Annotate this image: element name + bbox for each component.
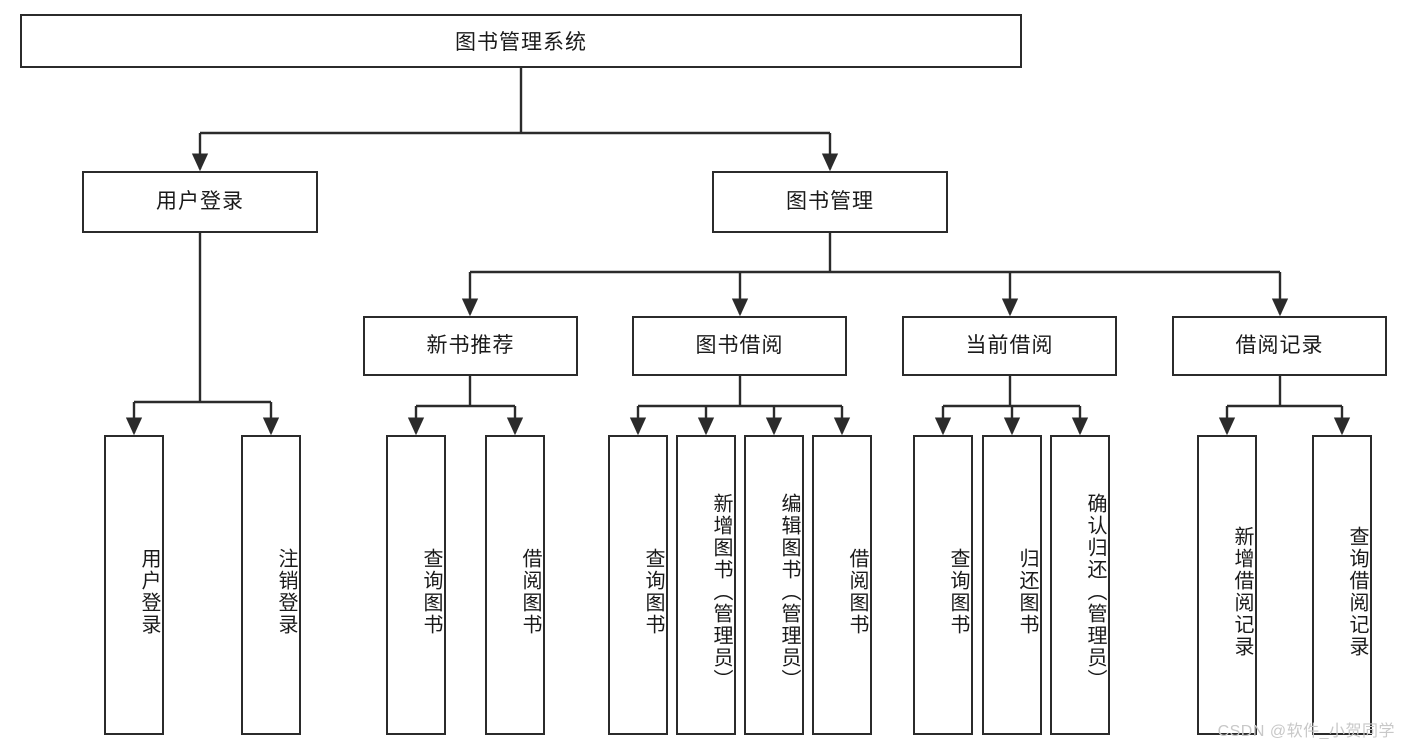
leaf-logout-label: 注销登录 — [275, 548, 297, 636]
node-borrow-records-label: 借阅记录 — [1235, 334, 1324, 358]
leaf-borrow-book-label: 借阅图书 — [846, 548, 868, 636]
leaf-return-book[interactable]: 归还图书 — [982, 435, 1042, 735]
node-book-management[interactable]: 图书管理 — [712, 171, 948, 233]
leaf-borrow-book-recommend-label: 借阅图书 — [519, 548, 541, 636]
node-book-borrow[interactable]: 图书借阅 — [632, 316, 847, 376]
node-borrow-records[interactable]: 借阅记录 — [1172, 316, 1387, 376]
node-root-label: 图书管理系统 — [455, 31, 587, 54]
node-new-book-recommend[interactable]: 新书推荐 — [363, 316, 578, 376]
node-user-login-label: 用户登录 — [156, 190, 244, 214]
leaf-confirm-return-admin-label: 确认归还（管理员） — [1084, 493, 1106, 691]
leaf-query-book-recommend-label: 查询图书 — [420, 548, 442, 636]
node-book-management-label: 图书管理 — [786, 190, 874, 214]
leaf-query-book-recommend[interactable]: 查询图书 — [386, 435, 446, 735]
leaf-edit-book-admin[interactable]: 编辑图书（管理员） — [744, 435, 804, 735]
leaf-user-login-label: 用户登录 — [138, 548, 160, 636]
leaf-query-book-current-label: 查询图书 — [947, 548, 969, 636]
leaf-add-book-admin[interactable]: 新增图书（管理员） — [676, 435, 736, 735]
leaf-query-book-borrow-label: 查询图书 — [642, 548, 664, 636]
leaf-user-login[interactable]: 用户登录 — [104, 435, 164, 735]
leaf-confirm-return-admin[interactable]: 确认归还（管理员） — [1050, 435, 1110, 735]
leaf-return-book-label: 归还图书 — [1016, 548, 1038, 636]
leaf-add-book-admin-label: 新增图书（管理员） — [710, 493, 732, 691]
leaf-add-borrow-record[interactable]: 新增借阅记录 — [1197, 435, 1257, 735]
node-current-borrow[interactable]: 当前借阅 — [902, 316, 1117, 376]
node-user-login[interactable]: 用户登录 — [82, 171, 318, 233]
node-new-book-recommend-label: 新书推荐 — [426, 334, 515, 358]
leaf-query-borrow-record[interactable]: 查询借阅记录 — [1312, 435, 1372, 735]
leaf-query-book-borrow[interactable]: 查询图书 — [608, 435, 668, 735]
leaf-logout[interactable]: 注销登录 — [241, 435, 301, 735]
leaf-borrow-book-recommend[interactable]: 借阅图书 — [485, 435, 545, 735]
node-book-borrow-label: 图书借阅 — [695, 334, 784, 358]
leaf-query-book-current[interactable]: 查询图书 — [913, 435, 973, 735]
leaf-borrow-book[interactable]: 借阅图书 — [812, 435, 872, 735]
leaf-add-borrow-record-label: 新增借阅记录 — [1231, 526, 1253, 658]
leaf-query-borrow-record-label: 查询借阅记录 — [1346, 526, 1368, 658]
leaf-edit-book-admin-label: 编辑图书（管理员） — [778, 493, 800, 691]
node-current-borrow-label: 当前借阅 — [965, 334, 1054, 358]
node-root[interactable]: 图书管理系统 — [20, 14, 1022, 68]
csdn-watermark: CSDN @软件_小贺同学 — [1217, 723, 1395, 740]
